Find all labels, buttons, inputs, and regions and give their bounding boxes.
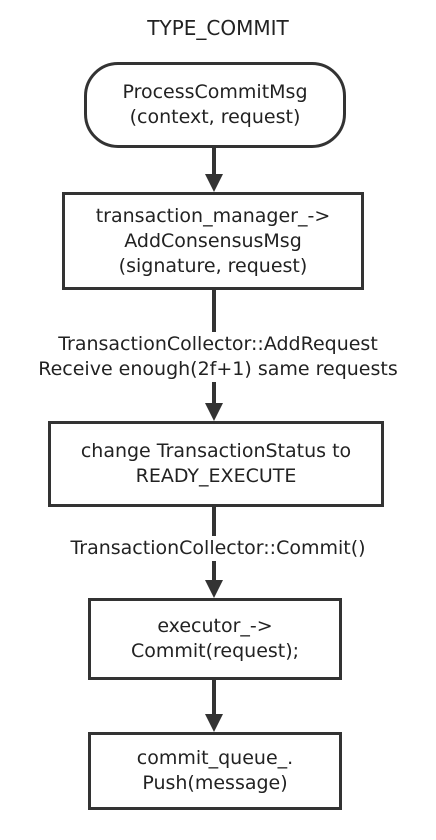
executor-commit-node: executor_-> Commit(request);: [88, 598, 342, 680]
add-consensus-node: transaction_manager_-> AddConsensusMsg (…: [62, 192, 364, 290]
diagram-title: TYPE_COMMIT: [147, 16, 289, 40]
node-label-line: executor_->: [157, 615, 273, 637]
node-label-line: Push(message): [142, 772, 288, 794]
node-label-line: ProcessCommitMsg: [122, 81, 308, 103]
commit-queue-node: commit_queue_. Push(message): [88, 732, 342, 810]
edge-label-add-request: TransactionCollector::AddRequest Receive…: [0, 332, 436, 382]
arrowhead-1: [205, 174, 223, 192]
arrowhead-2: [205, 403, 223, 421]
node-label-line: change TransactionStatus to: [80, 440, 352, 462]
node-label-line: transaction_manager_->: [95, 204, 331, 227]
process-commit-node: ProcessCommitMsg (context, request): [84, 62, 346, 148]
node-label-line: (signature, request): [118, 254, 308, 277]
edge-label-line: TransactionCollector::AddRequest: [0, 332, 436, 357]
node-label-line: Commit(request);: [130, 640, 300, 662]
arrowhead-4: [205, 714, 223, 732]
node-label-line: (context, request): [129, 106, 301, 128]
edge-label-commit: TransactionCollector::Commit(): [0, 536, 436, 561]
edge-label-line: Receive enough(2f+1) same requests: [0, 357, 436, 382]
arrowhead-3: [205, 580, 223, 598]
change-status-node: change TransactionStatus to READY_EXECUT…: [48, 421, 384, 507]
node-label-line: READY_EXECUTE: [135, 465, 297, 487]
node-label-line: commit_queue_.: [136, 747, 294, 769]
edge-label-line: TransactionCollector::Commit(): [0, 536, 436, 561]
node-label-line: AddConsensusMsg: [124, 229, 302, 252]
